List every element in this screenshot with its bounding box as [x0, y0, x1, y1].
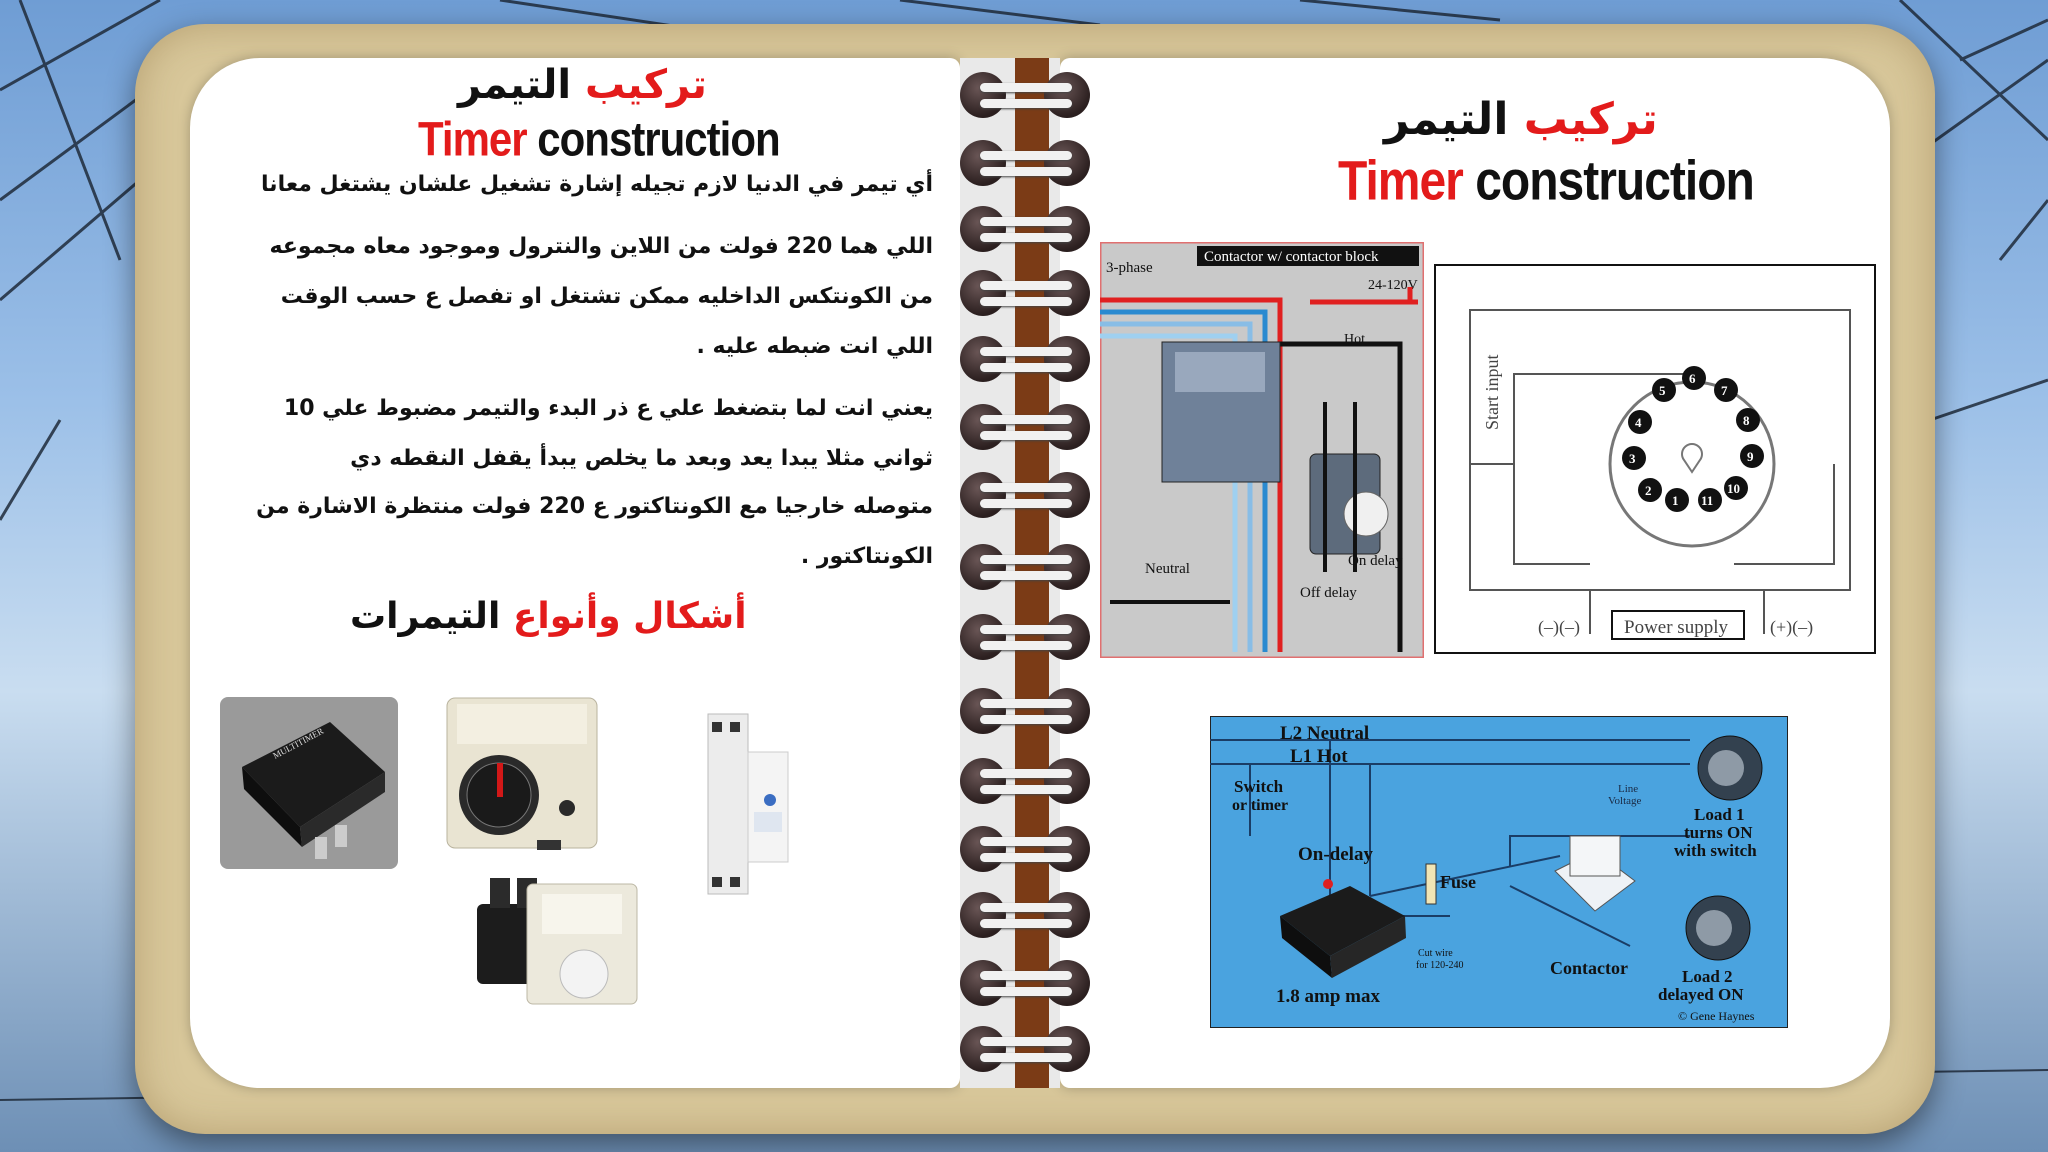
- pin-number: 2: [1645, 483, 1652, 498]
- cut-wire-label-1: Cut wire: [1418, 948, 1453, 959]
- pin-number: 7: [1721, 383, 1728, 398]
- paragraph-line: يعني انت لما بتضغط علي ع ذر البدء والتيم…: [283, 396, 933, 421]
- left-title-ar-red: تركيب: [585, 62, 707, 108]
- analog-dial-timer-photo: [446, 697, 598, 850]
- right-title-en-black: construction: [1475, 151, 1755, 213]
- pin-number: 5: [1659, 383, 1666, 398]
- pin-circle: [1682, 366, 1706, 390]
- l1-hot: L1 Hot: [1290, 746, 1348, 767]
- line-voltage-2: Voltage: [1608, 795, 1642, 807]
- or-timer-label: or timer: [1232, 797, 1288, 814]
- spiral-ring: [960, 204, 1090, 254]
- pin-circle: [1740, 444, 1764, 468]
- positive-terminal-label: (+)(–): [1770, 617, 1813, 638]
- right-title-en: Timer construction: [1338, 150, 1755, 213]
- diagram1-off-delay: Off delay: [1300, 585, 1357, 601]
- contactor-label: Contactor: [1550, 958, 1628, 978]
- spiral-ring: [960, 542, 1090, 592]
- pin-number: 3: [1629, 451, 1636, 466]
- pin-number: 6: [1689, 371, 1696, 386]
- pin-circle: [1698, 488, 1722, 512]
- din-rail-timer-photo: [707, 713, 789, 895]
- pin-circle: [1724, 476, 1748, 500]
- spiral-ring: [960, 402, 1090, 452]
- pin-circle: [1736, 408, 1760, 432]
- spiral-ring: [960, 824, 1090, 874]
- spiral-ring: [960, 138, 1090, 188]
- left-title-ar-black: التيمر: [458, 62, 572, 108]
- pin-number: 4: [1635, 415, 1642, 430]
- spiral-ring: [960, 268, 1090, 318]
- amp-label: 1.8 amp max: [1276, 986, 1380, 1007]
- right-title-ar: تركيب التيمر: [1384, 94, 1658, 145]
- credit-label: © Gene Haynes: [1678, 1009, 1755, 1023]
- load2-line2: delayed ON: [1658, 985, 1744, 1004]
- spiral-ring: [960, 612, 1090, 662]
- spiral-ring: [960, 756, 1090, 806]
- contactor-wiring-diagram: Contactor w/ contactor block 3-phase 24-…: [1100, 242, 1424, 658]
- spiral-ring: [960, 958, 1090, 1008]
- right-title-ar-black: التيمر: [1384, 94, 1509, 145]
- spiral-ring: [960, 890, 1090, 940]
- on-delay-wiring-diagram: L2 Neutral L1 Hot Switch or timer On-del…: [1210, 716, 1788, 1028]
- fuse-label: Fuse: [1440, 872, 1476, 892]
- diagram1-voltage: 24-120V: [1368, 278, 1418, 293]
- spiral-ring: [960, 470, 1090, 520]
- paragraph-line: اللي هما 220 فولت من اللاين والنترول ومو…: [269, 234, 934, 259]
- line-voltage-1: Line: [1618, 783, 1638, 795]
- pin-number: 11: [1701, 493, 1713, 508]
- pin-number: 9: [1747, 449, 1754, 464]
- diagram1-phase: 3-phase: [1106, 260, 1153, 276]
- load1-line1: Load 1: [1694, 805, 1745, 824]
- pin-number: 10: [1727, 481, 1740, 496]
- diagram1-on-delay: On delay: [1348, 553, 1403, 569]
- load2-line1: Load 2: [1682, 967, 1733, 986]
- negative-terminal-label: (–)(–): [1538, 617, 1580, 638]
- right-title-en-red: Timer: [1338, 151, 1464, 213]
- diagram1-header: Contactor w/ contactor block: [1204, 249, 1379, 265]
- left-title-en-red: Timer: [418, 112, 528, 167]
- spiral-ring: [960, 70, 1090, 120]
- socket-timer-photo: [477, 878, 638, 1005]
- pin-circle: [1628, 410, 1652, 434]
- paragraph-line: من الكونتكس الداخليه ممكن تشتغل او تفصل …: [280, 284, 933, 309]
- right-title-ar-red: تركيب: [1523, 94, 1658, 145]
- pin-number: 8: [1743, 413, 1750, 428]
- cut-wire-label-2: for 120-240: [1416, 960, 1464, 971]
- diagram1-neutral: Neutral: [1145, 561, 1190, 577]
- paragraph-line: ثواني مثلا يبدا يعد وبعد ما يخلص يبدأ يق…: [350, 446, 933, 471]
- multitimer-relay-photo: MULTITIMER: [220, 697, 398, 869]
- pin-circle: [1714, 378, 1738, 402]
- left-title-en-black: construction: [537, 112, 780, 167]
- l2-neutral: L2 Neutral: [1280, 723, 1369, 744]
- paragraph-line: اللي انت ضبطه عليه .: [696, 334, 933, 359]
- paragraph-line: متوصله خارجيا مع الكونتاكتور ع 220 فولت …: [256, 494, 933, 519]
- start-input-label: Start input: [1482, 355, 1502, 431]
- left-title-en: Timer construction: [418, 112, 781, 167]
- spiral-ring: [960, 1024, 1090, 1074]
- on-delay-label: On-delay: [1298, 844, 1373, 865]
- pin-circle: [1622, 446, 1646, 470]
- paragraph-line: الكونتاكتور .: [800, 544, 933, 569]
- load1-line2: turns ON: [1684, 823, 1753, 842]
- pin-circle: [1652, 378, 1676, 402]
- load1-line3: with switch: [1674, 841, 1757, 860]
- switch-label: Switch: [1234, 777, 1284, 796]
- eleven-pin-timer-diagram: Start input 1 2 3 4 5 6 78 9 10 11 Power supply (…: [1434, 264, 1876, 654]
- types-subtitle-red: أشكال وأنواع: [512, 596, 747, 637]
- types-subtitle-black: التيمرات: [350, 596, 501, 637]
- pin-circle: [1665, 488, 1689, 512]
- spiral-ring: [960, 334, 1090, 384]
- left-title-ar: تركيب التيمر: [458, 62, 707, 108]
- paragraph-line: أي تيمر في الدنيا لازم تجيله إشارة تشغيل…: [261, 172, 933, 197]
- pin-circle: [1638, 478, 1662, 502]
- spiral-ring: [960, 686, 1090, 736]
- pin-number: 1: [1672, 493, 1679, 508]
- types-subtitle: أشكال وأنواع التيمرات: [350, 596, 747, 637]
- power-supply-label: Power supply: [1624, 617, 1728, 638]
